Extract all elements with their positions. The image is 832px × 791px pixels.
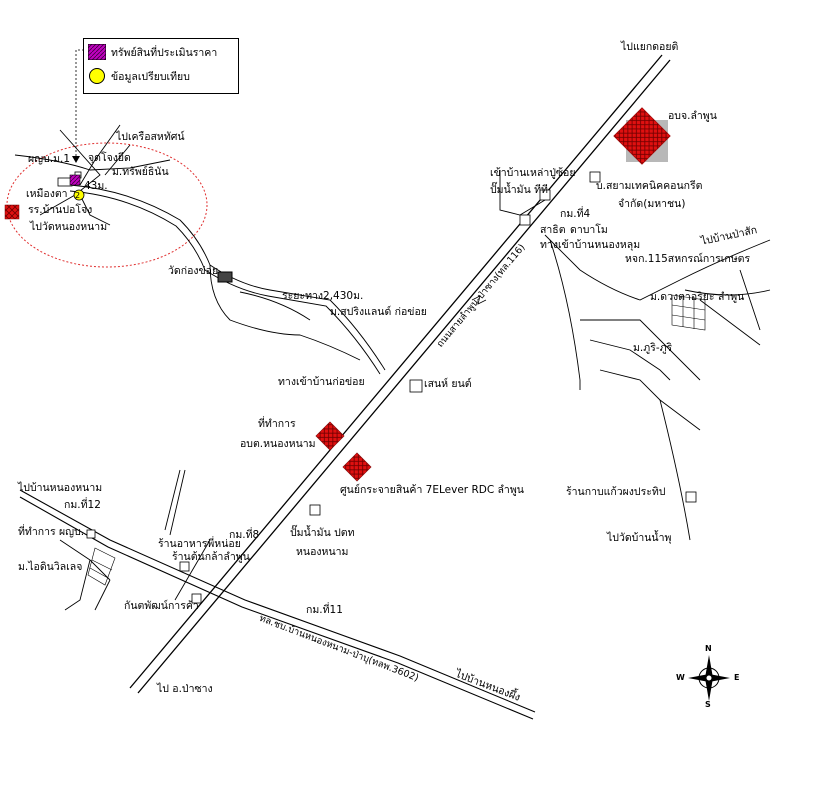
label-rental-shop: ร้านกาบแก้วผงประทิป (566, 486, 666, 498)
minor-roads (14, 124, 771, 611)
label-school: รร.บ้านปอโจง (28, 204, 93, 216)
label-shop-tonklao: ร้านต้นกล้าลำพูน (172, 551, 250, 563)
compass-w: W (676, 673, 685, 682)
marker-number: 2 (75, 191, 81, 200)
subject-property-west (4, 204, 20, 220)
compass-e: E (734, 673, 740, 682)
subject-property-distcenter (342, 452, 372, 482)
subject-property-obj (613, 107, 671, 165)
label-to-khoi-kaen: ไปแยกดอยติ (621, 41, 679, 53)
label-village-spring: ม.สปริงแลนด์ ก่อข่อย (330, 306, 427, 318)
legend-label-comparison: ข้อมูลเปรียบเทียบ (111, 70, 190, 83)
crossing-mark (471, 295, 487, 305)
label-sen-yon: เสนห์ ยนต์ (424, 378, 472, 390)
legend-leader-line (75, 49, 84, 160)
label-to-khrue: ไปเครือสหทัศน์ (116, 131, 185, 143)
label-office-2: อบต.หนองหนาม (240, 438, 316, 450)
label-marked-text: สาธิต (540, 224, 566, 236)
label-dist-43: 43ม. (84, 180, 108, 192)
label-jud-jong: จุดโจงยีด (88, 152, 131, 164)
label-village-idin: ม.ไอดินวิลเลจ (18, 561, 83, 573)
label-distance: ระยะทาง2,430ม. (282, 290, 364, 302)
label-kaset-coop: หจก.115สหกรณ์การเกษตร (625, 253, 751, 265)
compass-icon (688, 655, 730, 701)
label-km12: กม.ที่12 (64, 499, 101, 511)
label-dist-center: ศูนย์กระจายสินค้า 7ELever RDC ลำพูน (340, 484, 524, 496)
label-office-1: ที่ทำการ (258, 418, 296, 430)
highway-116 (129, 54, 671, 694)
label-siam-tech-2: จำกัด(มหาชน) (618, 198, 686, 210)
label-entrance-nong-hom: ทางเข้าบ้านหนองหลุม (540, 239, 641, 251)
label-restaurant: ร้านอาหารพี่หน่อย (158, 538, 241, 550)
label-nua-muang: เหมืองตา (26, 188, 68, 200)
label-km11: กม.ที่11 (306, 604, 343, 616)
village-grid-sw (87, 547, 116, 586)
label-village-kri: ม.ภูริ-ภูริ (633, 342, 673, 354)
label-gas-station-2: ปั๊มน้ำมัน ปตท (290, 527, 355, 539)
label-kanpat: กันตพัฒน์การค้า (124, 600, 199, 612)
legend-row-subject: ทรัพย์สินที่ประเมินราคา (88, 42, 217, 62)
legend-row-comparison: ข้อมูลเปรียบเทียบ (88, 66, 190, 86)
compass-rose: N S W E (674, 641, 744, 711)
comparison-marker-2 (73, 189, 85, 201)
label-gas-station-1: ปั๊มน้ำมัน ทีที (490, 184, 548, 196)
label-wat-na-mo: ดาบาโม (570, 224, 608, 236)
label-to-pa-sang: ไป อ.ป่าซาง (157, 683, 213, 695)
label-village-sap: ม.ทรัพย์ธินัน (112, 166, 169, 178)
label-phuyai: ผญบ.ม.1 (28, 153, 71, 165)
road-3602 (19, 489, 536, 720)
label-phuyai-office: ที่ทำการ ผญบ. (18, 526, 85, 538)
label-km8: กม.ที่8 (229, 529, 260, 541)
village-grid-east (671, 294, 706, 331)
label-to-ban-nong-nam: ไปบ้านหนองหนาม (18, 482, 103, 494)
compass-s: S (705, 700, 711, 709)
label-entrance-kong-khoi: ทางเข้าบ้านก่อข่อย (278, 376, 365, 388)
label-wat-kong-khoi: วัดก่องข่อย (168, 265, 219, 277)
leader-arrow-icon (72, 156, 80, 163)
building-symbols (57, 171, 697, 604)
label-village-lamphun: ม.ดวงตาอริยะ ลำพูน (650, 291, 745, 303)
label-km4: กม.ที่4 (560, 208, 591, 220)
subject-property-office (315, 421, 345, 451)
yellow-circle-icon (89, 68, 105, 84)
label-siam-tech: บ.สยามเทคนิคคอนกรีต (596, 180, 703, 192)
hatched-square-icon (88, 44, 106, 60)
compass-n: N (705, 644, 712, 653)
label-to-wat-nong-nam: ไปวัดหนองหนาม (30, 221, 108, 233)
label-entrance-laopu: เข้าบ้านเหล่าปู่ซ้อย (490, 167, 576, 179)
label-gas-station-2b: หนองหนาม (296, 546, 349, 558)
map-legend: ทรัพย์สินที่ประเมินราคา ข้อมูลเปรียบเทีย… (83, 38, 239, 94)
legend-label-subject: ทรัพย์สินที่ประเมินราคา (111, 46, 218, 59)
label-to-wat-ban-nam-phu: ไปวัดบ้านน้ำพุ (607, 532, 672, 544)
subject-property-main (69, 174, 81, 186)
label-obj-lamphun: อบจ.ลำพูน (668, 110, 717, 122)
temple-symbol (217, 271, 233, 283)
